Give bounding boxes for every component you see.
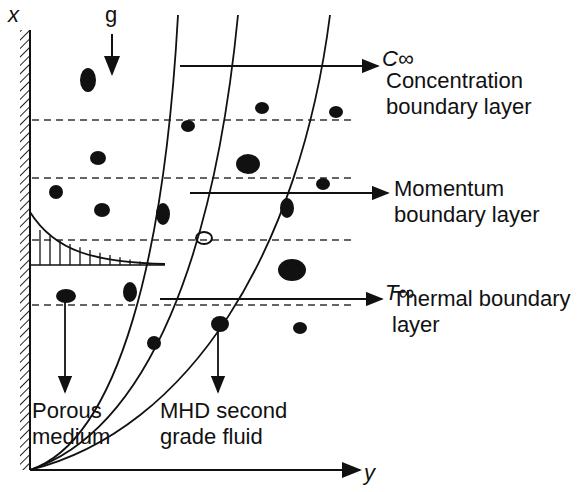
layer-label: Concentration boundary layer bbox=[386, 68, 576, 121]
layer-label: Momentum boundary layer bbox=[394, 176, 576, 229]
axis-label: x bbox=[8, 2, 19, 28]
material-label: MHD second grade fluid bbox=[160, 398, 320, 451]
axis-label: y bbox=[364, 460, 375, 486]
layer-label: Thermal boundary layer bbox=[392, 286, 576, 339]
gravity-label: g bbox=[105, 2, 117, 28]
material-label: Porous medium bbox=[32, 398, 132, 451]
